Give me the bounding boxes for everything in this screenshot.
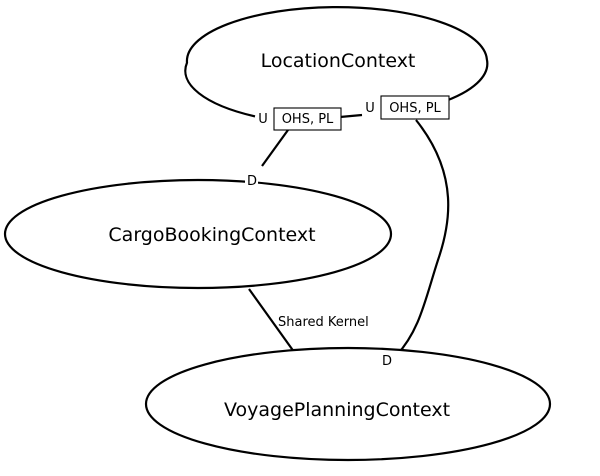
location-cargo-upstream-role: U <box>258 112 268 127</box>
location-context-label: LocationContext <box>261 50 416 72</box>
voyage-planning-context-shape <box>144 346 552 462</box>
location-voyage-downstream-role-bg <box>380 353 394 367</box>
voyage-planning-context-label: VoyagePlanningContext <box>224 399 450 421</box>
location-voyage-upstream-role: U <box>365 101 375 116</box>
location-voyage-upstream-tag-text: OHS, PL <box>389 101 441 116</box>
location-voyage-downstream-role: D <box>382 354 392 369</box>
location-cargo-upstream-tag-box <box>273 107 342 131</box>
location-cargo-downstream-role: D <box>247 174 257 189</box>
shared-kernel-label: Shared Kernel <box>278 315 369 330</box>
cargo-booking-context-label: CargoBookingContext <box>108 224 315 246</box>
edge-location-to-voyage-upper <box>339 113 363 119</box>
edge-location-to-cargo <box>261 129 289 167</box>
cargo-booking-context-shape <box>3 178 393 290</box>
location-cargo-upstream-tag-text: OHS, PL <box>282 112 334 127</box>
location-voyage-upstream-tag-box <box>380 95 450 120</box>
location-context-shape <box>184 5 489 118</box>
edge-location-to-voyage <box>395 119 450 357</box>
location-cargo-downstream-role-bg <box>245 173 258 187</box>
